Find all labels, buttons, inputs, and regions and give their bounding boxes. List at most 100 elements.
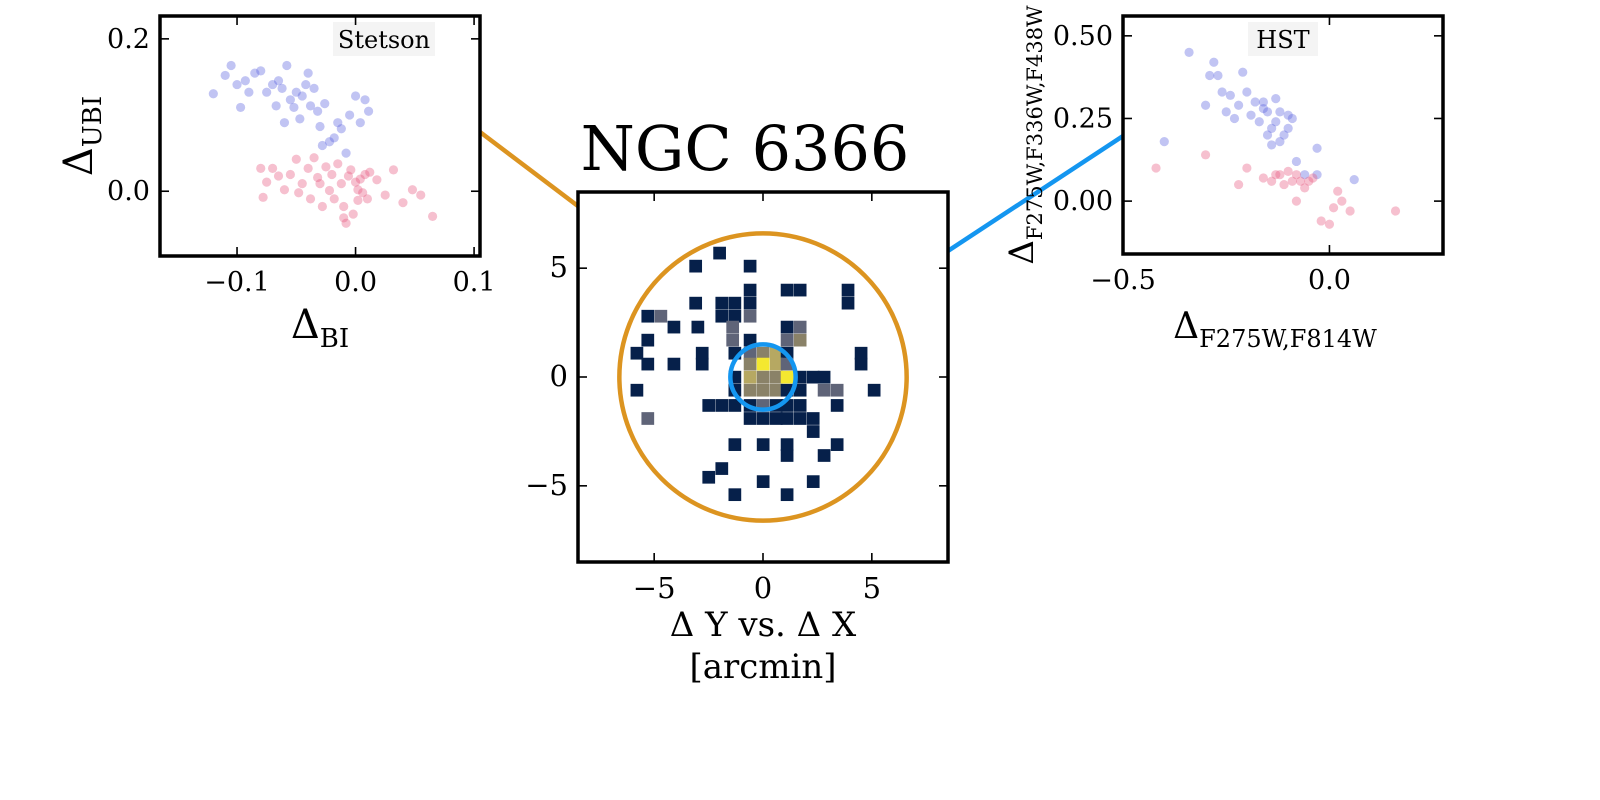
density-cell	[715, 296, 729, 310]
blue-population-point	[1200, 100, 1211, 110]
density-cell	[728, 488, 742, 502]
red-population-point	[1308, 173, 1318, 183]
blue-population-point	[1262, 130, 1273, 140]
density-cell	[769, 383, 783, 397]
x-tick-label: 5	[863, 571, 881, 605]
density-cell	[743, 357, 757, 371]
red-population-point	[355, 174, 365, 184]
density-cell	[817, 370, 831, 384]
red-population-point	[380, 190, 390, 200]
blue-population-point	[226, 60, 236, 71]
density-cell	[806, 475, 820, 488]
blue-population-point	[1267, 140, 1277, 150]
annotation-box	[1248, 22, 1318, 56]
density-cell	[630, 383, 644, 397]
density-cell	[756, 438, 770, 451]
density-cell	[728, 296, 742, 310]
blue-population-point	[273, 76, 284, 86]
density-cell	[806, 425, 820, 438]
inner-blue-circle	[728, 342, 798, 412]
density-cell	[728, 438, 742, 451]
red-population-point	[1328, 203, 1339, 213]
blue-population-point	[309, 83, 319, 93]
density-cell	[756, 383, 770, 397]
red-population-point	[388, 165, 399, 175]
red-population-point	[339, 213, 349, 223]
density-cell	[780, 438, 794, 451]
red-population-point	[348, 209, 358, 219]
y-tick-label: 0.0	[107, 176, 150, 207]
red-population-point	[427, 211, 438, 221]
blue-population-point	[333, 118, 343, 128]
density-cell	[691, 320, 705, 334]
red-population-point	[365, 167, 375, 177]
density-cell	[780, 449, 794, 462]
red-population-point	[372, 175, 382, 185]
blue-population-point	[350, 91, 361, 101]
y-tick-label: 0.50	[1053, 21, 1113, 52]
red-population-point	[1283, 166, 1293, 176]
red-population-point	[258, 192, 268, 202]
blue-population-point	[1283, 123, 1293, 133]
red-population-point	[324, 185, 335, 196]
density-cell	[780, 370, 794, 384]
red-population-point	[1200, 150, 1211, 160]
y-tick-label: 0	[550, 359, 568, 393]
blue-population-point	[1262, 107, 1273, 117]
density-cell	[702, 470, 716, 484]
blue-population-point	[1234, 100, 1244, 110]
y-axis-label-subscript: UBI	[78, 96, 108, 147]
red-population-point	[317, 201, 327, 212]
blue-population-point	[1279, 130, 1289, 140]
red-population-point	[1271, 170, 1281, 180]
density-cell	[641, 333, 655, 347]
blue-population-point	[1242, 87, 1252, 97]
red-population-point	[407, 185, 418, 195]
density-cell	[817, 383, 831, 397]
x-tick-label: 0	[754, 571, 772, 605]
y-tick-label: 5	[550, 250, 568, 284]
density-cell	[641, 357, 655, 371]
blue-population-point	[1271, 94, 1281, 104]
blue-population-point	[291, 87, 301, 97]
red-population-point	[362, 194, 373, 204]
red-population-point	[1295, 176, 1306, 186]
red-population-point	[353, 185, 363, 195]
density-cell	[769, 357, 783, 371]
density-cell	[630, 346, 644, 360]
blue-population-point	[267, 79, 278, 90]
blue-population-point	[232, 79, 242, 90]
density-cell	[743, 333, 757, 347]
blue-population-point	[262, 87, 272, 97]
density-cell	[793, 283, 807, 297]
density-cell	[641, 412, 655, 425]
y-axis-label-symbol: Δ	[1002, 240, 1042, 265]
blue-population-point	[345, 110, 355, 120]
red-population-point	[315, 179, 325, 189]
blue-population-point	[1300, 170, 1310, 180]
red-population-point	[1316, 216, 1326, 226]
blue-population-point	[271, 101, 281, 111]
blue-population-point	[336, 124, 346, 134]
red-population-point	[398, 198, 408, 208]
red-population-point	[1291, 170, 1302, 180]
red-population-point	[279, 185, 290, 195]
red-population-point	[1258, 173, 1268, 183]
red-population-point	[1234, 179, 1244, 190]
density-cell	[743, 309, 757, 323]
red-population-point	[1300, 183, 1310, 193]
red-population-point	[333, 159, 343, 169]
blue-population-point	[1287, 113, 1297, 124]
x-tick-label: −0.1	[204, 267, 270, 298]
blue-population-point	[235, 102, 246, 113]
density-cell	[702, 399, 716, 412]
red-population-point	[343, 171, 354, 181]
blue-population-point	[220, 70, 230, 81]
blue-population-point	[240, 76, 250, 86]
blue-population-point	[1275, 137, 1285, 147]
blue-population-point	[305, 101, 316, 111]
density-cell	[756, 475, 770, 488]
density-cell	[793, 399, 807, 412]
red-population-point	[1291, 196, 1302, 206]
